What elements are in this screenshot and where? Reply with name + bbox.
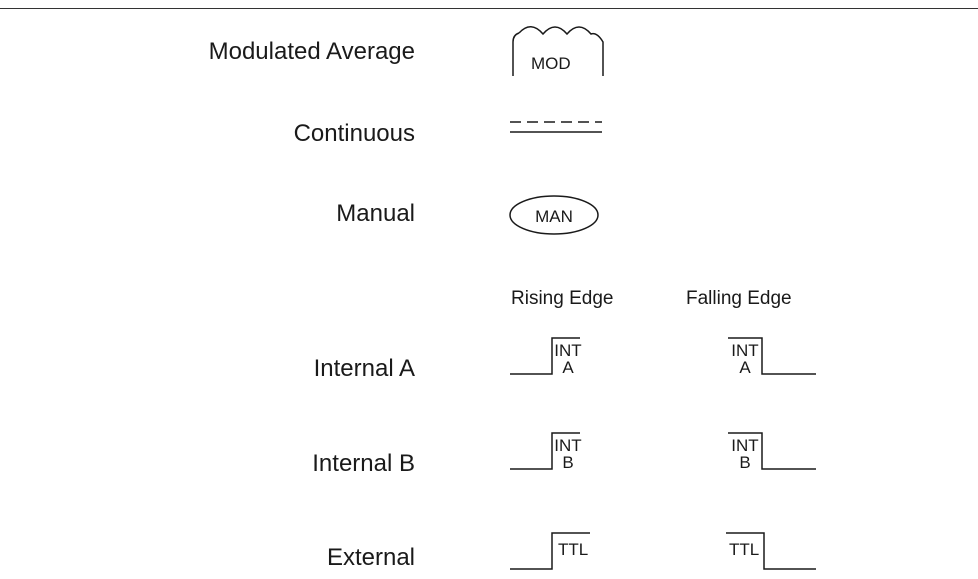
continuous-symbol	[510, 121, 602, 133]
b-label: B	[562, 453, 573, 472]
internal-a-rising-edge-symbol: INT A	[510, 337, 582, 377]
column-header-falling-edge: Falling Edge	[686, 288, 792, 309]
manual-symbol: MAN	[509, 195, 599, 235]
label-manual: Manual	[336, 200, 415, 227]
external-rising-edge-symbol: TTL	[510, 532, 590, 570]
b-label: B	[739, 453, 750, 472]
manual-symbol-label: MAN	[535, 207, 573, 226]
label-internal-a: Internal A	[313, 355, 415, 382]
int-label: INT	[554, 436, 581, 455]
mod-symbol: MOD	[512, 26, 604, 76]
column-header-rising-edge: Rising Edge	[511, 288, 614, 309]
int-label: INT	[731, 436, 758, 455]
a-label: A	[562, 358, 574, 377]
label-internal-b: Internal B	[312, 450, 415, 477]
internal-b-falling-edge-symbol: INT B	[728, 432, 816, 472]
external-falling-edge-symbol: TTL	[726, 532, 816, 570]
internal-b-rising-edge-symbol: INT B	[510, 432, 582, 472]
label-continuous: Continuous	[293, 120, 415, 147]
int-label: INT	[554, 341, 581, 360]
label-external: External	[326, 544, 415, 571]
top-rule	[0, 8, 978, 9]
internal-a-falling-edge-symbol: INT A	[728, 337, 816, 377]
ttl-label: TTL	[729, 540, 759, 559]
int-label: INT	[731, 341, 758, 360]
ttl-label: TTL	[558, 540, 588, 559]
label-modulated-average: Modulated Average	[208, 38, 415, 65]
a-label: A	[739, 358, 751, 377]
mod-symbol-label: MOD	[531, 54, 571, 73]
